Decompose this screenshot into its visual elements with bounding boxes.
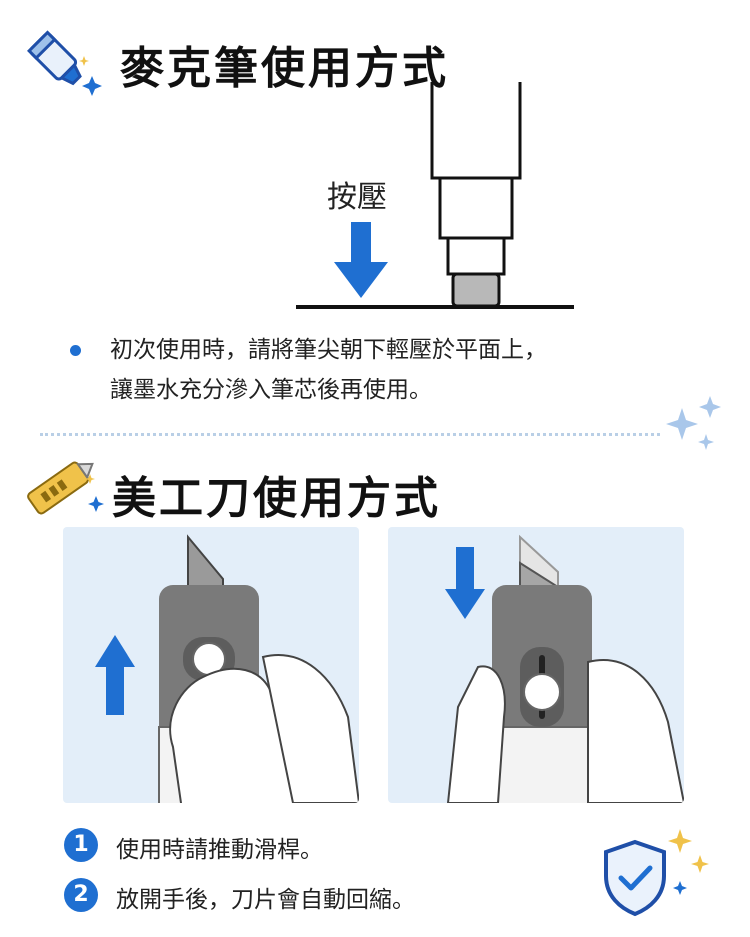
step-number-1: 1 <box>64 828 98 862</box>
cutter-icon <box>27 461 104 515</box>
arrow-down-icon <box>334 222 388 298</box>
marker-instruction-line1: 初次使用時，請將筆尖朝下輕壓於平面上， <box>110 337 547 363</box>
sparkle-icon <box>666 396 721 450</box>
bullet <box>70 345 81 356</box>
step-text-1: 使用時請推動滑桿。 <box>116 837 323 863</box>
cutter-release-panel <box>388 527 684 803</box>
step-text-2: 放開手後，刀片會自動回縮。 <box>116 887 415 913</box>
cutter-title-icon <box>18 452 108 522</box>
shield-check-icon <box>604 839 666 917</box>
marker-title-icon <box>18 18 108 98</box>
marker-instruction-line2: 讓墨水充分滲入筆芯後再使用。 <box>110 377 432 403</box>
sparkle-icon <box>668 829 709 895</box>
marker-press-illustration <box>296 82 574 309</box>
press-label: 按壓 <box>327 180 387 215</box>
cutter-push-panel <box>63 527 359 803</box>
section-divider <box>40 433 660 436</box>
marker-section-title: 麥克筆使用方式 <box>120 43 449 94</box>
marker-icon <box>27 30 102 96</box>
step-number-2: 2 <box>64 878 98 912</box>
cutter-section-title: 美工刀使用方式 <box>112 473 441 524</box>
